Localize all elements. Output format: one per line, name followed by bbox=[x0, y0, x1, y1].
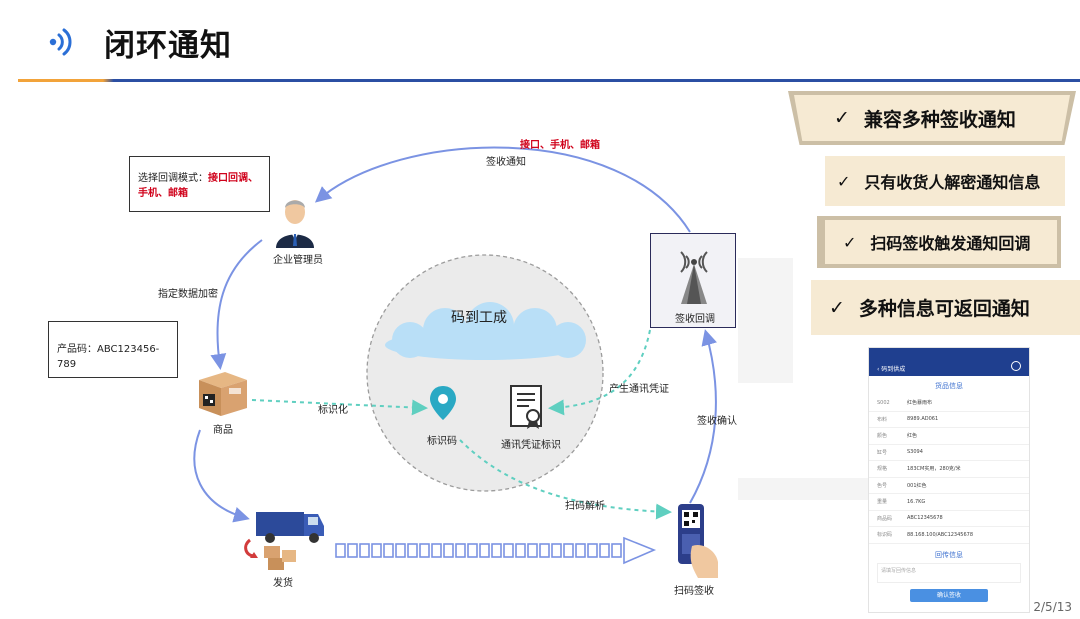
conveyor-arrow bbox=[335, 536, 657, 565]
handheld-scanner-icon bbox=[678, 504, 718, 578]
cloud-label: 码到工成 bbox=[451, 310, 507, 326]
certificate-icon bbox=[510, 385, 542, 429]
callback-mode-callout: 选择回调模式：接口回调、手机、邮箱 bbox=[129, 156, 270, 212]
antenna-tower-icon bbox=[680, 251, 708, 304]
dash-scan bbox=[459, 439, 672, 520]
arc-sign-confirm bbox=[689, 329, 717, 504]
voucher-label: 通讯凭证标识 bbox=[501, 440, 561, 451]
banner-4-text: 多种信息可返回通知 bbox=[858, 298, 1030, 320]
channels-label: 接口、手机、邮箱 bbox=[520, 140, 600, 151]
phone-row: 颜色红色 bbox=[869, 428, 1029, 445]
id-code-label: 标识码 bbox=[427, 436, 457, 447]
dash-voucher bbox=[548, 329, 651, 416]
phone-menu-icon bbox=[1011, 361, 1021, 371]
check-icon: ✓ bbox=[834, 107, 850, 129]
sign-callback-box: 签收回调 bbox=[650, 233, 736, 328]
phone-nav-title: ‹ 码到供成 bbox=[877, 366, 906, 373]
banner-2-text: 只有收货人解密通知信息 bbox=[864, 173, 1041, 192]
sign-callback-label: 签收回调 bbox=[675, 314, 715, 325]
header-divider bbox=[18, 79, 1080, 82]
check-icon: ✓ bbox=[829, 296, 845, 319]
arc-sign-notify bbox=[314, 146, 691, 233]
encrypt-label: 指定数据加密 bbox=[158, 289, 218, 300]
admin-avatar-icon bbox=[276, 200, 314, 248]
arc-encrypt bbox=[210, 239, 263, 370]
phone-confirm-button[interactable]: 确认签收 bbox=[910, 588, 988, 602]
page-number: 2/5/13 bbox=[1033, 600, 1072, 614]
box-icon bbox=[199, 372, 247, 416]
check-icon: ✓ bbox=[843, 232, 857, 252]
banner-1: ✓ 兼容多种签收通知 bbox=[788, 91, 1076, 145]
sign-notify-label: 签收通知 bbox=[486, 157, 526, 168]
scan-parse-label: 扫码解析 bbox=[565, 501, 605, 512]
banner-3: ✓ 扫码签收触发通知回调 bbox=[817, 216, 1061, 268]
ship-label: 发货 bbox=[273, 578, 293, 589]
banner-2: ✓ 只有收货人解密通知信息 bbox=[825, 156, 1065, 206]
cloud-shape bbox=[385, 302, 586, 360]
phone-feedback-input[interactable]: 请填写回传信息 bbox=[877, 562, 1021, 583]
location-pin-icon bbox=[430, 386, 456, 420]
truck-icon bbox=[244, 512, 324, 570]
signal-icon bbox=[49, 28, 72, 56]
page-title: 闭环通知 bbox=[104, 28, 232, 64]
banner-1-text: 兼容多种签收通知 bbox=[863, 108, 1016, 131]
check-icon: ✓ bbox=[837, 171, 851, 191]
phone-feedback-title: 回传信息 bbox=[935, 550, 963, 559]
phone-nav-bar: ‹ 码到供成 bbox=[869, 348, 1029, 376]
gen-voucher-label: 产生通讯凭证 bbox=[609, 384, 669, 395]
product-code-callout: 产品码：ABC123456-789 bbox=[48, 321, 178, 378]
sign-confirm-label: 签收确认 bbox=[697, 416, 737, 427]
banner-4: ✓ 多种信息可返回通知 bbox=[811, 280, 1080, 335]
arc-ship bbox=[193, 429, 250, 523]
admin-label: 企业管理员 bbox=[273, 255, 323, 266]
scan-sign-label: 扫码签收 bbox=[674, 586, 714, 597]
platform-circle bbox=[366, 254, 604, 492]
identify-label: 标识化 bbox=[318, 405, 348, 416]
phone-section-title: 货品信息 bbox=[935, 382, 963, 390]
banner-3-text: 扫码签收触发通知回调 bbox=[870, 234, 1031, 253]
goods-label: 商品 bbox=[213, 425, 233, 436]
